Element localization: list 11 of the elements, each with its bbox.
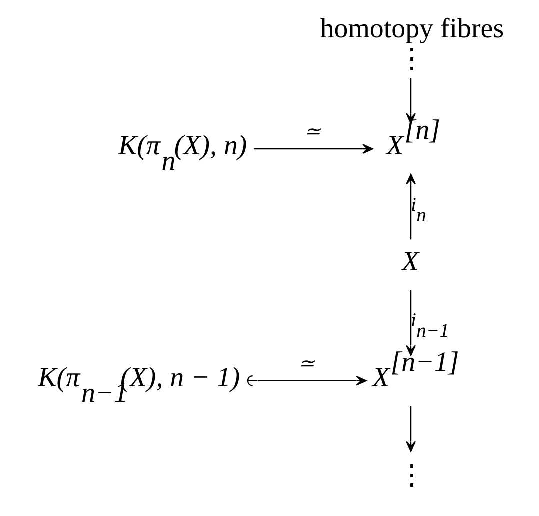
node-text: ⋮ bbox=[397, 460, 426, 492]
arrow bbox=[406, 406, 416, 452]
node-text: X bbox=[401, 246, 419, 278]
arrow bbox=[247, 375, 366, 386]
arrow bbox=[254, 144, 373, 154]
arrow bbox=[406, 78, 416, 124]
arrow bbox=[406, 290, 416, 356]
arrow bbox=[406, 174, 416, 240]
edge-label: ≃ bbox=[304, 122, 320, 144]
edge-label: ≃ bbox=[298, 354, 314, 376]
node-text: homotopy fibres ⋮ bbox=[320, 13, 504, 76]
